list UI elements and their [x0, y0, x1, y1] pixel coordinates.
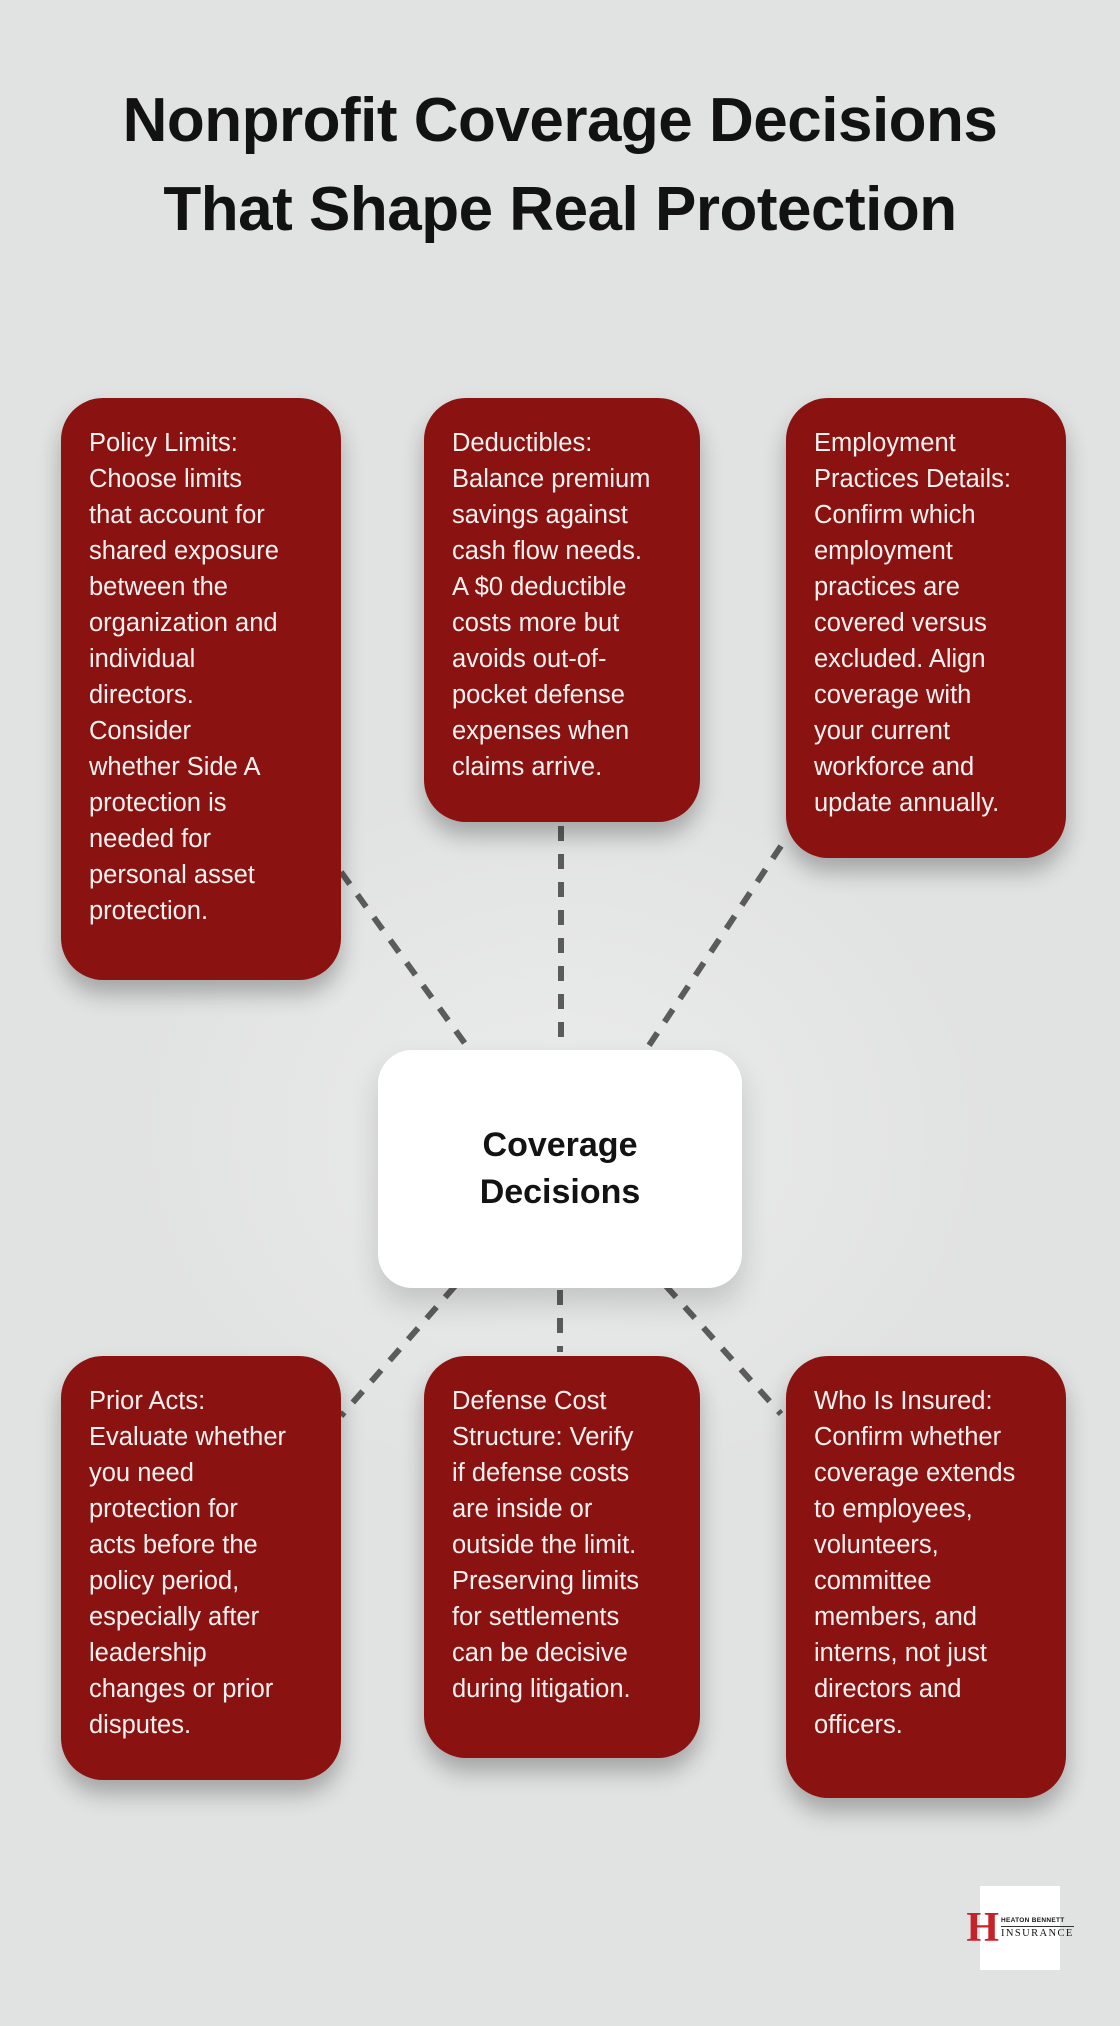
card-deductibles: Deductibles: Balance premium savings aga…: [424, 398, 700, 822]
card-prior-acts: Prior Acts: Evaluate whether you need pr…: [61, 1356, 341, 1780]
card-deductibles-text: Deductibles: Balance premium savings aga…: [452, 429, 651, 781]
card-prior-acts-text: Prior Acts: Evaluate whether you need pr…: [89, 1387, 287, 1739]
connector-policy-limits: [338, 870, 477, 1058]
card-employment-practices-details-text: Employment Practices Details: Confirm wh…: [814, 429, 1011, 817]
heaton-bennett-logo: H HEATON BENNETT INSURANCE: [966, 1886, 1074, 1970]
logo-text-block: HEATON BENNETT INSURANCE: [1000, 1917, 1074, 1939]
card-who-is-insured: Who Is Insured: Confirm whether coverage…: [786, 1356, 1066, 1798]
logo-company-type: INSURANCE: [1000, 1928, 1074, 1939]
logo-monogram-h: H: [966, 1905, 999, 1951]
center-node-label: Coverage Decisions: [479, 1126, 641, 1211]
card-policy-limits: Policy Limits: Choose limits that accoun…: [61, 398, 341, 980]
card-defense-cost-structure-text: Defense Cost Structure: Verify if defens…: [452, 1387, 640, 1703]
connector-employment-practices: [643, 844, 784, 1052]
card-who-is-insured-text: Who Is Insured: Confirm whether coverage…: [814, 1387, 1016, 1739]
card-employment-practices-details: Employment Practices Details: Confirm wh…: [786, 398, 1066, 858]
center-node-coverage-decisions: Coverage Decisions: [378, 1050, 742, 1288]
card-defense-cost-structure: Defense Cost Structure: Verify if defens…: [424, 1356, 700, 1758]
page-title: Nonprofit Coverage Decisions That Shape …: [122, 86, 998, 244]
card-policy-limits-text: Policy Limits: Choose limits that accoun…: [89, 429, 279, 925]
logo-company-name: HEATON BENNETT: [1000, 1917, 1074, 1927]
